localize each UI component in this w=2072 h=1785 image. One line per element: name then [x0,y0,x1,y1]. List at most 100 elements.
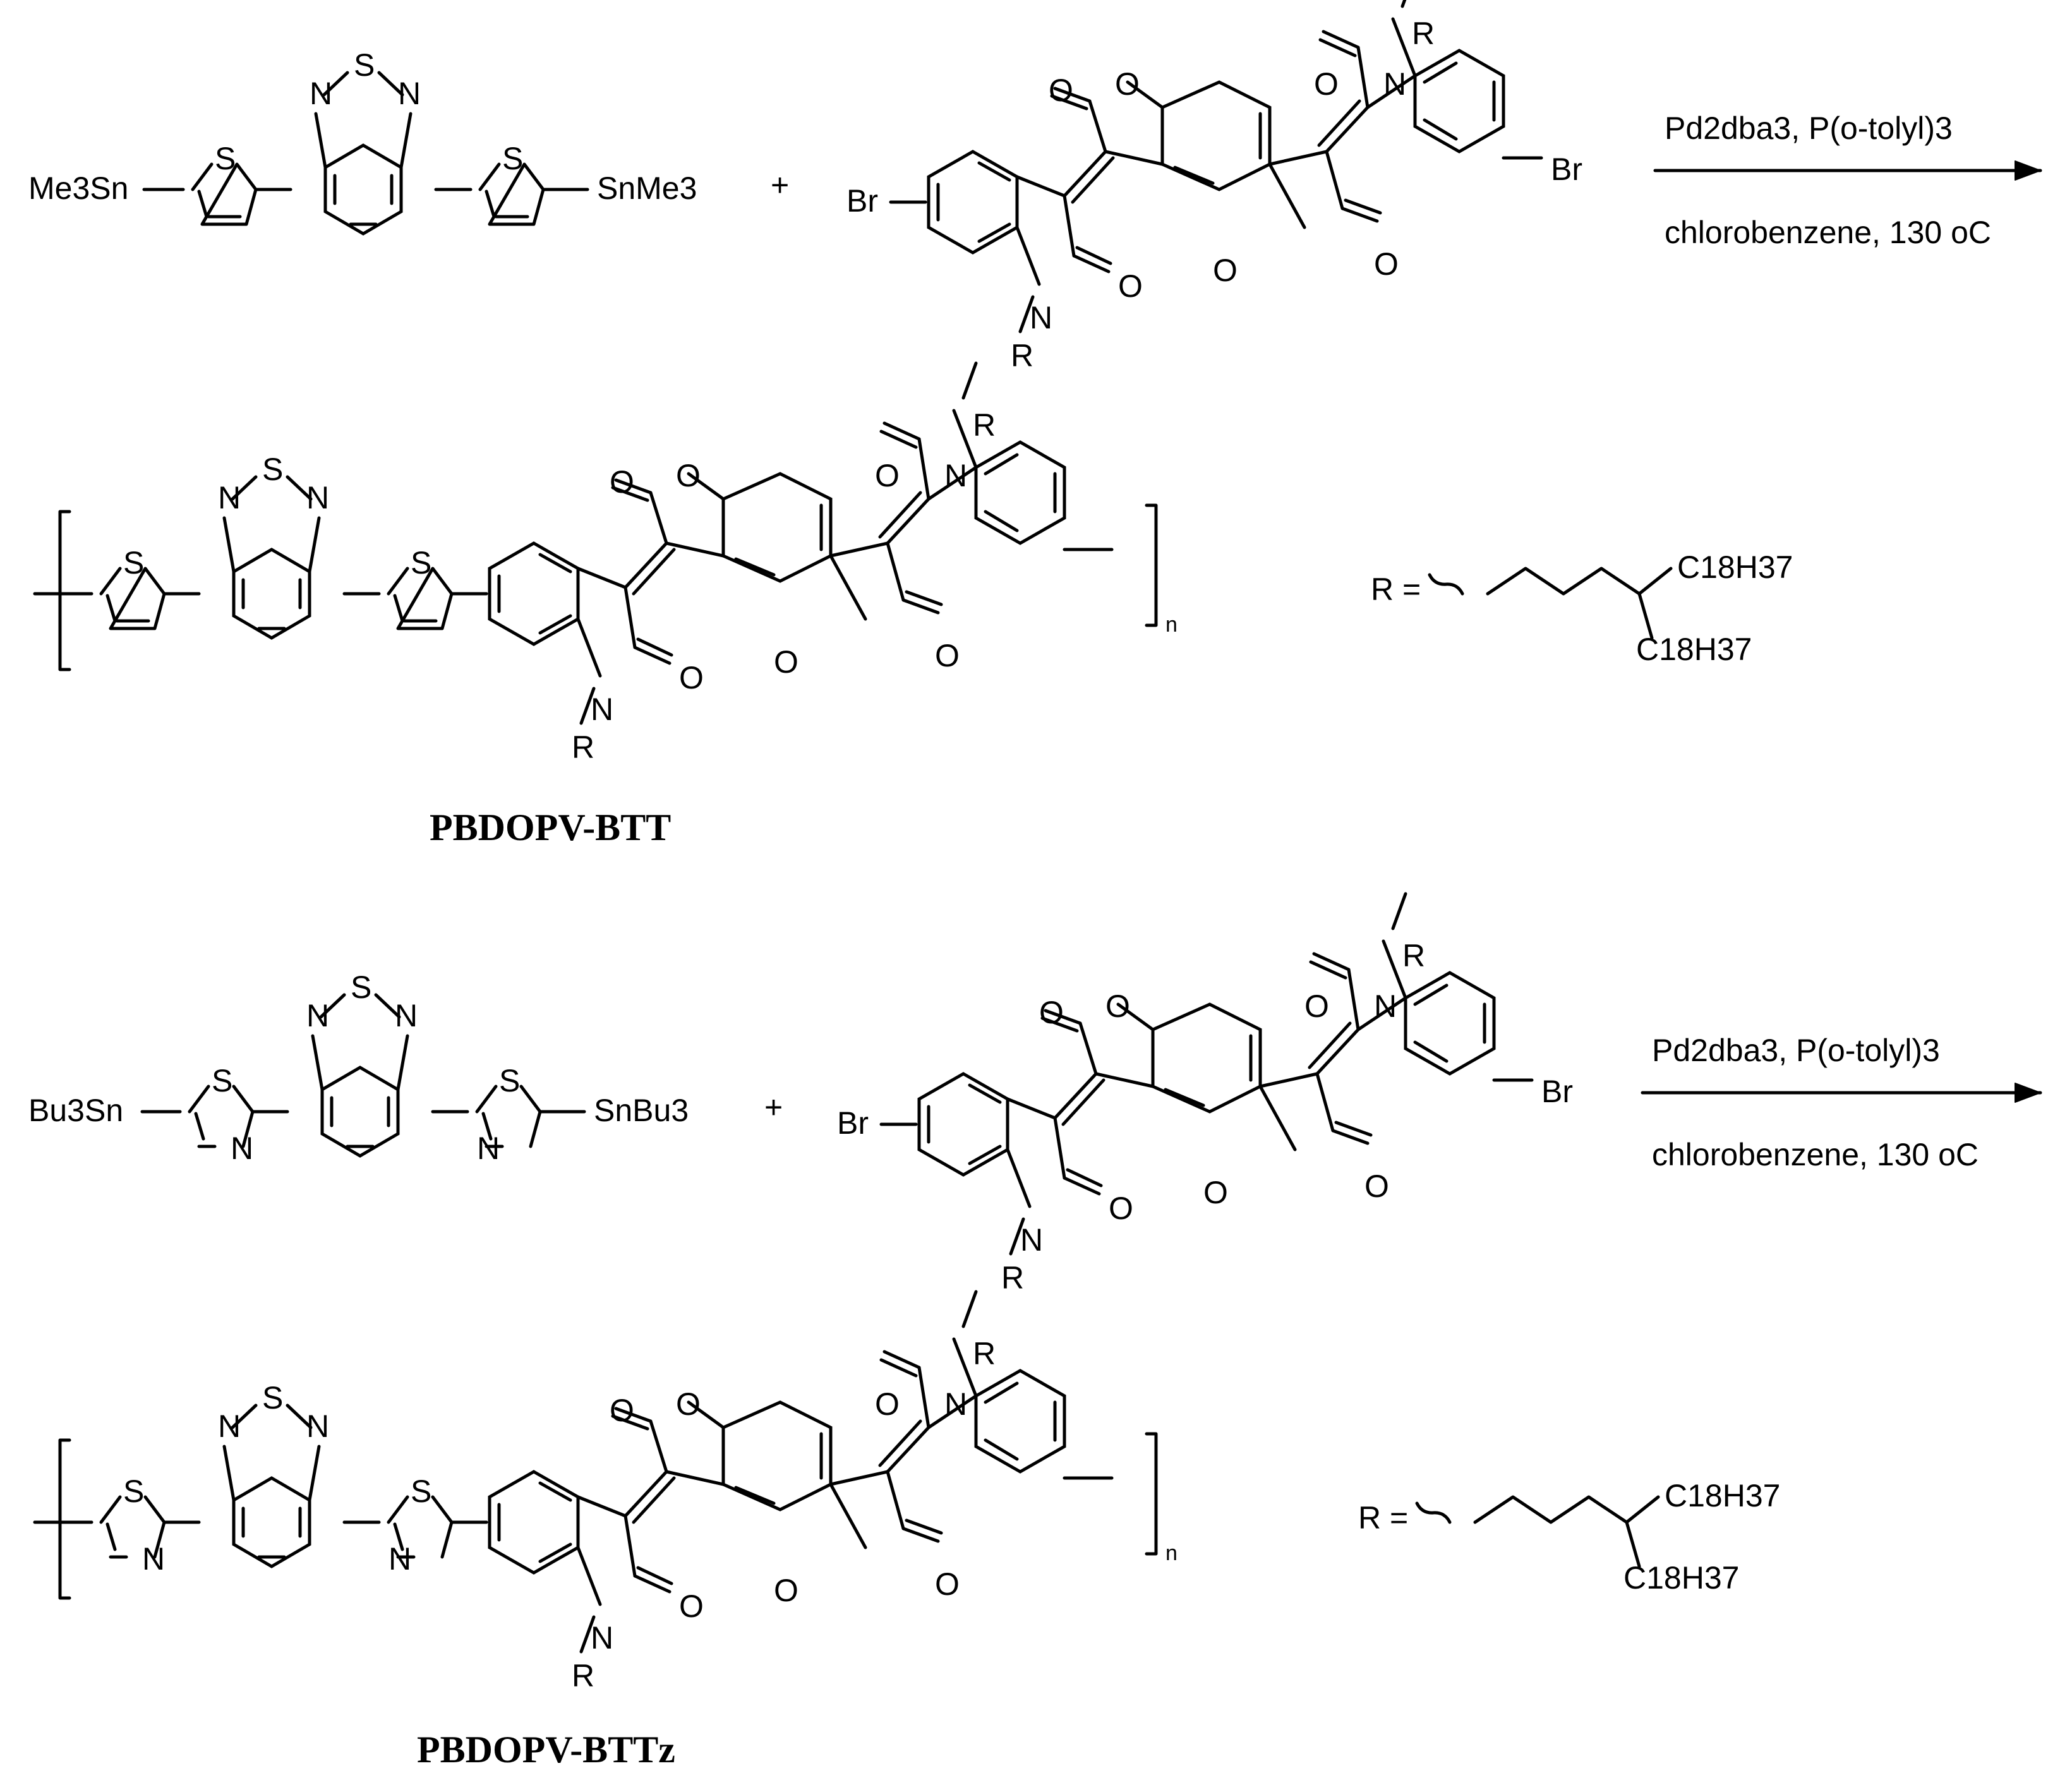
p2-btd-s: S [262,1380,283,1415]
side-chain-1: C18H37 [1677,550,1793,585]
o-label: O [1118,268,1143,304]
side-chain-2: C18H37 [1636,632,1752,667]
plus-sign: + [764,1090,783,1125]
bromo-right-label: Br [1541,1074,1573,1109]
thiophene-s-label: S [215,141,236,176]
p1-o6: O [875,458,900,493]
p1-r2: R [973,407,996,443]
r2-o4: O [1203,1175,1228,1210]
r-substituent-label: R [1011,338,1033,373]
r-definition-1: R = C18H37 C18H37 [1371,550,1793,667]
thiophene-s-label-2: S [502,141,523,176]
reagent-btt-distannane: Me3Sn S N S N S SnMe3 [28,47,697,234]
r2-o6: O [1304,989,1329,1024]
conditions-2: Pd2dba3, P(o-tolyl)3 chlorobenzene, 130 … [1641,1033,2042,1172]
p2-thz-s2: S [411,1474,431,1509]
p1-thio-s: S [123,545,144,580]
p1-btd-s: S [262,452,283,487]
p2-o2: O [610,1393,634,1428]
p1-o1: O [679,660,704,695]
r2-o5: O [1364,1169,1389,1204]
p2-thz-n: N [142,1541,165,1577]
p1-o4: O [774,644,798,680]
conditions-1: Pd2dba3, P(o-tolyl)3 chlorobenzene, 130 … [1653,111,2042,250]
thz-s2: S [499,1063,520,1098]
o-label-2: O [1049,73,1073,108]
thz-n: N [231,1131,253,1166]
reaction-2: Bu3Sn S N N S N S N SnBu3 + Br N R O O [28,894,2042,1295]
r2-o1: O [1109,1191,1133,1226]
o-label-3: O [1115,66,1140,102]
p2-o5: O [935,1566,960,1602]
stannyl-right-label: SnMe3 [597,171,697,206]
p2-o3: O [676,1386,701,1422]
bromo-left-label: Br [846,183,878,219]
p1-o2: O [610,464,634,500]
catalyst-label: Pd2dba3, P(o-tolyl)3 [1665,111,1953,146]
r-substituent-label-2: R [1412,16,1435,51]
p1-n2: N [944,458,967,493]
r2-btd-n1: N [306,998,329,1033]
p1-btd-n2: N [306,480,329,515]
p2-r: R [572,1658,594,1693]
r-equals-label: R = [1358,1500,1408,1536]
p1-thio-s2: S [411,545,431,580]
r2-r: R [1001,1260,1024,1295]
p2-o1: O [679,1589,704,1624]
p2-o4: O [774,1573,798,1608]
product-name: PBDOPV-BTTz [417,1729,675,1770]
p2-btd-n2: N [306,1409,329,1444]
p2-o6: O [875,1386,900,1422]
p1-btd-n1: N [218,480,241,515]
repeat-unit-n: n [1166,1541,1178,1565]
thz-n2: N [477,1131,500,1166]
p2-thz-s: S [123,1474,144,1509]
r2-n2: N [1374,989,1397,1024]
side-chain-1: C18H37 [1665,1478,1780,1513]
r-label: N [1030,300,1052,335]
reaction-1: Me3Sn S N S N S SnMe3 + Br N R O O O O [28,0,2042,373]
stannyl-left-label: Bu3Sn [28,1093,123,1128]
btd-n-right-label: N [398,76,421,111]
catalyst-label: Pd2dba3, P(o-tolyl)3 [1652,1033,1940,1068]
stannyl-left-label: Me3Sn [28,171,128,206]
r2-n: N [1020,1222,1043,1258]
r2-o2: O [1039,995,1064,1030]
bromo-left-label: Br [837,1105,869,1141]
p2-btd-n1: N [218,1409,241,1444]
r2-r2: R [1402,938,1425,973]
p2-r2: R [973,1336,996,1371]
o-label-5: O [1374,246,1399,282]
r2-btd-s: S [351,970,371,1005]
o-label-4: O [1213,253,1238,288]
p2-n: N [591,1620,613,1656]
solvent-label: chlorobenzene, 130 oC [1652,1137,1979,1172]
p1-n: N [591,692,613,727]
r2-o3: O [1105,989,1130,1024]
btd-n-left-label: N [310,76,332,111]
p2-thz-n2: N [388,1541,411,1577]
r-definition-2: R = C18H37 C18H37 [1358,1478,1780,1596]
p1-o5: O [935,638,960,673]
thz-s: S [212,1063,232,1098]
o-label-6: O [1314,66,1339,102]
bromo-right-label: Br [1551,152,1582,187]
product-1: S N S N S N R O O O O O O N R n R = C18H… [33,363,1793,848]
r-equals-label: R = [1371,572,1421,607]
btd-s-label: S [354,47,375,83]
repeat-unit-n: n [1166,613,1178,637]
r2-btd-n2: N [395,998,418,1033]
n-label-2: N [1383,66,1406,102]
stannyl-right-label: SnBu3 [594,1093,689,1128]
p2-n2: N [944,1386,967,1422]
plus-sign: + [771,167,789,203]
product-name: PBDOPV-BTT [430,807,671,848]
reagent-bttz-distannane: Bu3Sn S N N S N S N SnBu3 [28,970,689,1166]
side-chain-2: C18H37 [1623,1560,1739,1596]
p1-r: R [572,730,594,765]
product-2: S N N S N S N N R O O O O O O N R n R = … [33,1292,1780,1770]
solvent-label: chlorobenzene, 130 oC [1665,215,1991,250]
p1-o3: O [676,458,701,493]
reagent-dibromo-bdopv-2: Br N R O O O O O O N R Br [837,894,1573,1295]
